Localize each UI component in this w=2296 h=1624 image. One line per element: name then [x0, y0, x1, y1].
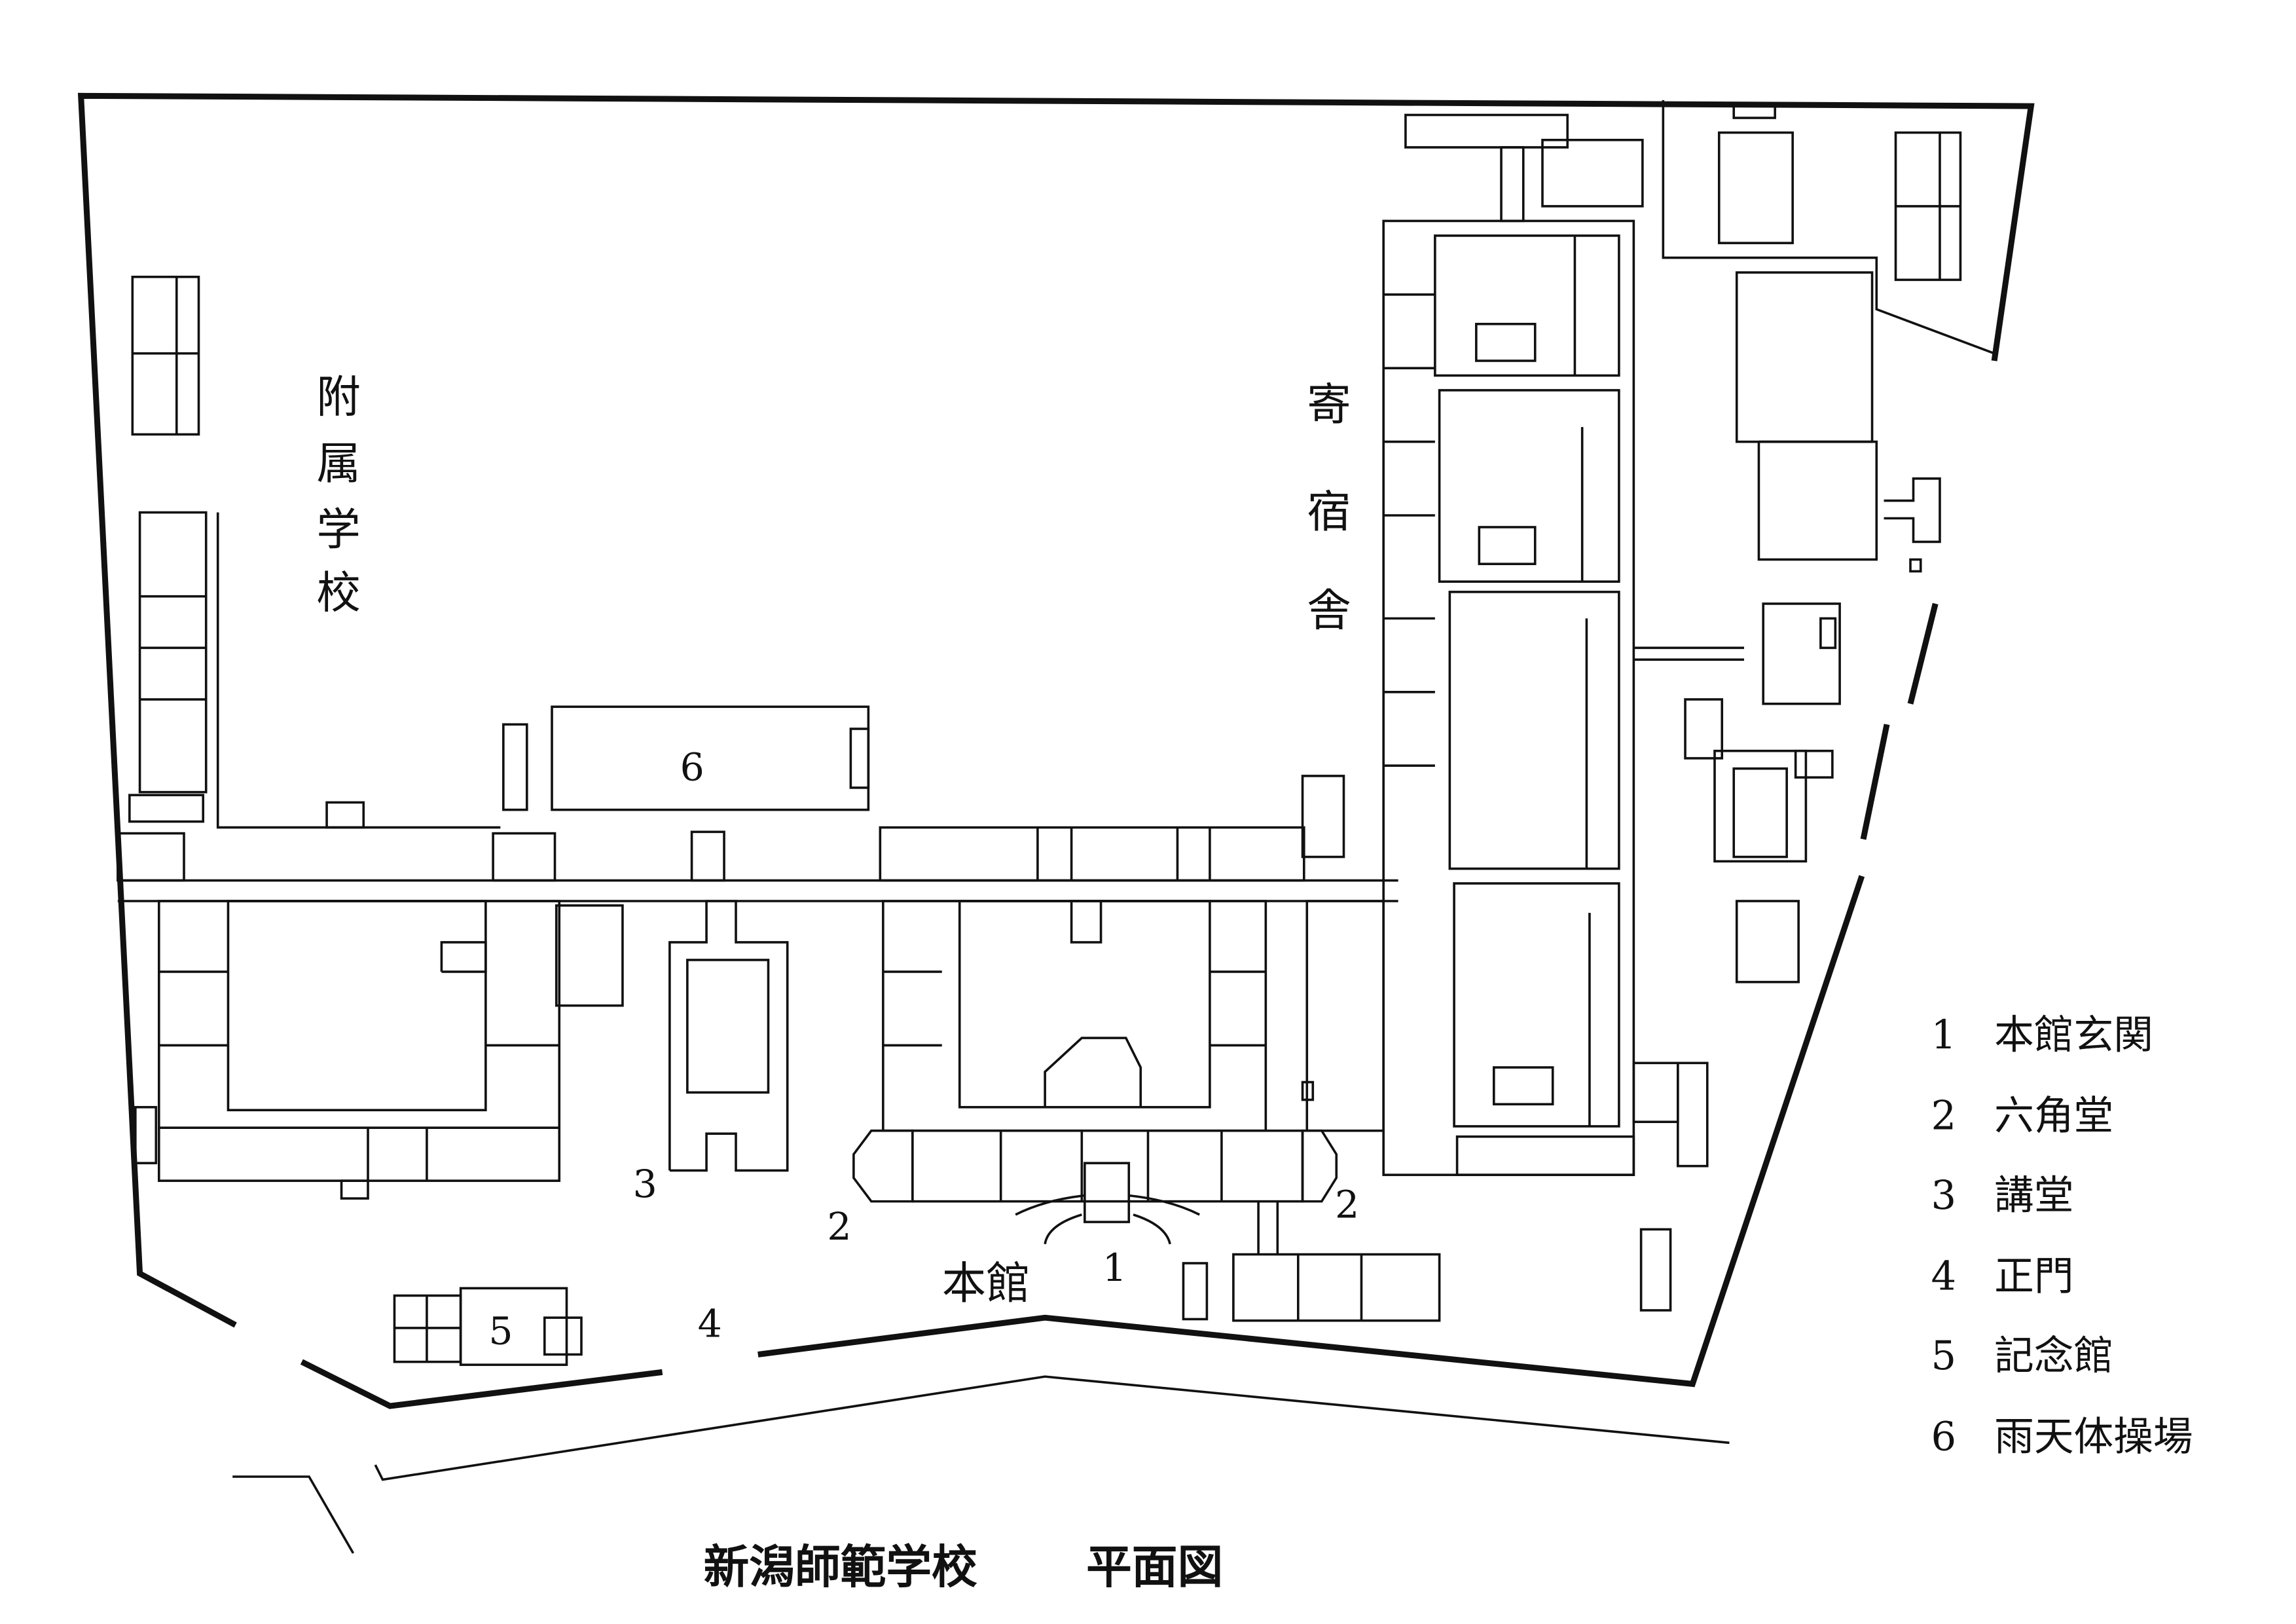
svg-text:雨天体操場: 雨天体操場	[1994, 1414, 2193, 1460]
marker-5: 5	[488, 1309, 513, 1354]
east-buildings	[1639, 100, 1995, 1312]
marker-2-left: 2	[827, 1204, 851, 1249]
svg-text:3: 3	[1931, 1173, 1956, 1219]
svg-text:校: 校	[316, 567, 360, 619]
svg-text:六角堂: 六角堂	[1994, 1093, 2113, 1139]
main-building-label: 本館	[942, 1257, 1030, 1309]
plan-title: 新潟師範学校	[704, 1541, 977, 1594]
annex-school-label: 附 属 学 校	[316, 371, 360, 619]
legend: 1 本館玄関 2 六角堂 3 講堂 4 正門 5 記念館 6 雨天体操場	[1931, 1012, 2193, 1460]
svg-text:正門: 正門	[1994, 1254, 2073, 1300]
marker-4: 4	[698, 1301, 722, 1346]
marker-6: 6	[680, 745, 704, 790]
lecture-hall	[668, 830, 789, 1172]
legend-item: 4 正門	[1931, 1254, 2073, 1300]
svg-text:舎: 舎	[1307, 585, 1351, 637]
site-boundary	[77, 92, 2035, 1409]
svg-text:5: 5	[1931, 1333, 1956, 1379]
svg-text:6: 6	[1931, 1414, 1956, 1460]
plan-subtitle: 平面図	[1086, 1541, 1223, 1594]
marker-1: 1	[1102, 1246, 1127, 1290]
dormitory	[1382, 113, 1744, 1176]
svg-text:講堂: 講堂	[1994, 1173, 2073, 1219]
memorial-hall	[393, 1287, 583, 1366]
svg-text:学: 学	[316, 504, 360, 555]
svg-text:4: 4	[1931, 1254, 1956, 1300]
svg-text:記念館: 記念館	[1994, 1333, 2113, 1379]
marker-2-right: 2	[1335, 1182, 1359, 1227]
main-entrance	[1084, 1162, 1131, 1223]
hexagonal-hall-left	[852, 1129, 914, 1203]
hexagonal-hall-right	[1301, 1129, 1338, 1203]
svg-text:本館玄関: 本館玄関	[1994, 1012, 2153, 1058]
svg-text:2: 2	[1931, 1093, 1956, 1139]
legend-item: 6 雨天体操場	[1931, 1414, 2193, 1460]
legend-item: 3 講堂	[1931, 1173, 2073, 1219]
marker-3: 3	[633, 1162, 657, 1206]
svg-text:附: 附	[316, 371, 360, 423]
road	[232, 1375, 1730, 1554]
rainy-day-gymnasium	[551, 705, 870, 811]
main-corridor	[117, 879, 1398, 902]
svg-text:属: 属	[316, 437, 360, 489]
legend-item: 1 本館玄関	[1931, 1012, 2153, 1058]
svg-text:寄: 寄	[1307, 378, 1351, 430]
svg-text:宿: 宿	[1307, 486, 1351, 538]
dormitory-label: 寄 宿 舎	[1307, 378, 1351, 637]
legend-item: 2 六角堂	[1931, 1093, 2113, 1139]
annex-school-buildings	[117, 276, 624, 1200]
legend-item: 5 記念館	[1931, 1333, 2113, 1379]
svg-text:1: 1	[1931, 1012, 1956, 1058]
main-building	[852, 775, 1441, 1322]
